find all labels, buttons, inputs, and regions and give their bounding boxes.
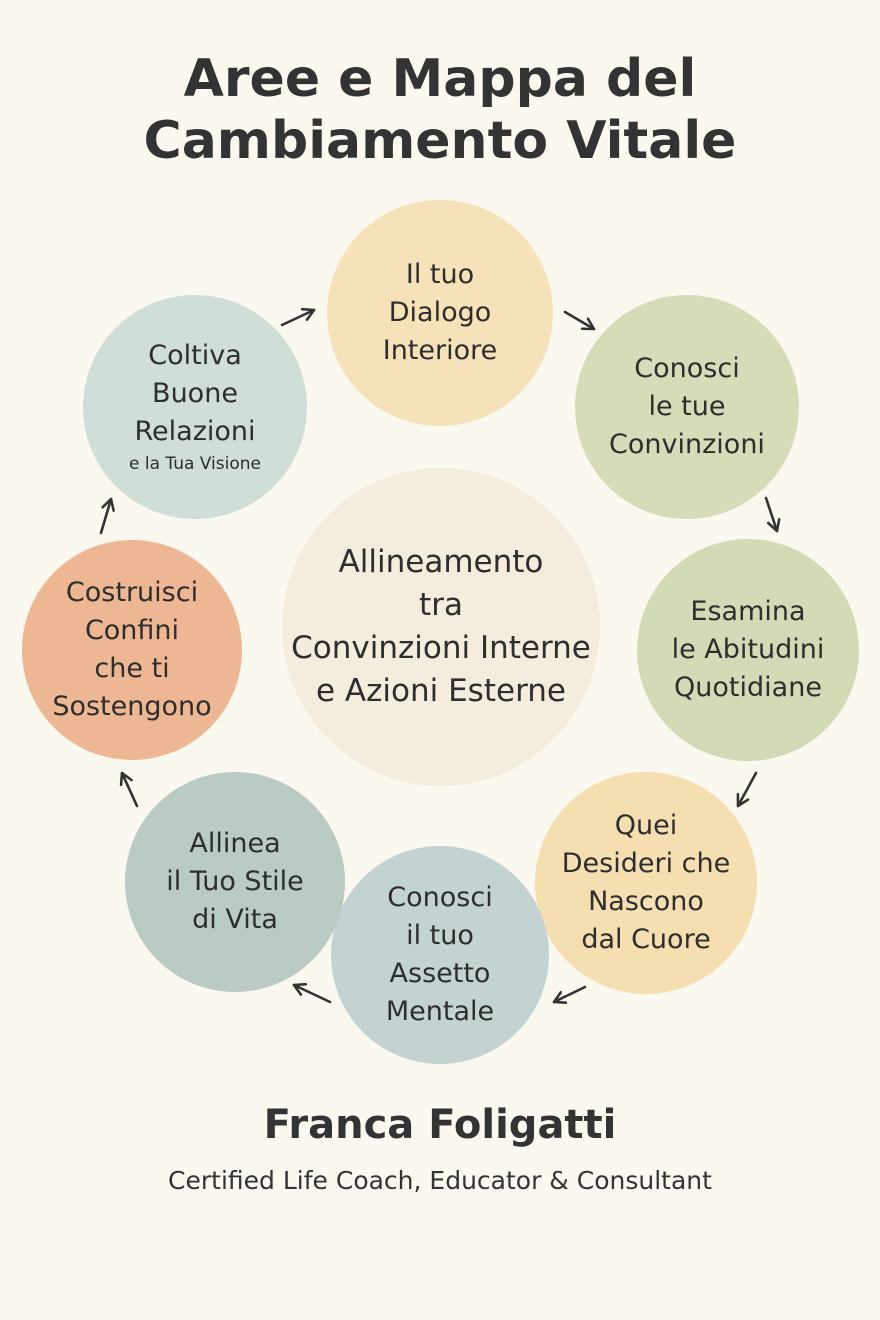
node-confini: Costruisci Confini che ti Sostengono	[22, 540, 242, 760]
node-label-line: Esamina	[690, 596, 806, 627]
node-label-line: Desideri che	[561, 848, 731, 879]
node-label-line: Allinea	[189, 828, 281, 859]
node-label-line: il tuo	[406, 920, 474, 951]
node-stile-di-vita: Allinea il Tuo Stile di Vita	[125, 772, 345, 992]
node-label-line: Conosci	[634, 353, 740, 384]
center-line: Allineamento	[338, 544, 544, 580]
diagram-title: Aree e Mappa del Cambiamento Vitale	[0, 48, 880, 172]
node-label-line: Convinzioni	[609, 429, 765, 460]
node-label-line: Coltiva	[148, 340, 242, 371]
node-label-line: Confini	[84, 615, 180, 646]
node-label-line: le Abitudini	[671, 634, 825, 665]
node-label-line: le tue	[648, 391, 726, 422]
node-desideri-cuore: Quei Desideri che Nascono dal Cuore	[535, 772, 757, 994]
title-line-2: Cambiamento Vitale	[143, 111, 737, 171]
node-label-line: il Tuo Stile	[166, 866, 304, 897]
node-buone-relazioni: Coltiva Buone Relazioni e la Tua Visione	[83, 295, 307, 519]
node-label-line: Il tuo	[405, 259, 475, 290]
arrow-4	[552, 985, 587, 1002]
center-line: tra	[419, 587, 463, 623]
node-label-line: che ti	[94, 653, 170, 684]
center-line: e Azioni Esterne	[316, 673, 566, 709]
node-label-line: dal Cuore	[581, 924, 711, 955]
node-label-line: Sostengono	[52, 691, 212, 722]
node-label-line: Quei	[614, 810, 678, 841]
arrow-1	[563, 310, 596, 331]
arrow-5	[292, 985, 332, 1004]
node-label-line: di Vita	[192, 904, 278, 935]
author-subtitle: Certified Life Coach, Educator & Consult…	[168, 1166, 712, 1195]
node-abitudini-quotidiane: Esamina le Abitudini Quotidiane	[637, 539, 859, 761]
title-line-1: Aree e Mappa del	[183, 49, 697, 109]
node-label-line: Costruisci	[65, 577, 199, 608]
arrow-6	[122, 771, 139, 808]
node-label-line: Dialogo	[388, 297, 492, 328]
arrow-2	[764, 496, 777, 533]
arrow-7	[99, 497, 111, 535]
node-label-subline: e la Tua Visione	[129, 454, 261, 474]
center-circle: Allineamento tra Convinzioni Interne e A…	[282, 468, 600, 786]
node-convinzioni: Conosci le tue Convinzioni	[575, 295, 799, 519]
node-label-line: Buone	[152, 378, 238, 409]
center-line: Convinzioni Interne	[291, 630, 591, 666]
node-dialogo-interiore: Il tuo Dialogo Interiore	[327, 200, 553, 426]
node-assetto-mentale: Conosci il tuo Assetto Mentale	[331, 846, 549, 1064]
node-label-line: Relazioni	[134, 416, 256, 447]
node-label-line: Quotidiane	[674, 672, 822, 703]
node-label-line: Interiore	[382, 335, 498, 366]
arrow-3	[738, 771, 758, 808]
author-name: Franca Foligatti	[263, 1102, 617, 1148]
node-label-line: Conosci	[387, 882, 493, 913]
node-label-line: Mentale	[385, 996, 495, 1027]
node-label-line: Assetto	[389, 958, 491, 989]
arrow-8	[280, 310, 316, 327]
node-label-line: Nascono	[588, 886, 704, 917]
